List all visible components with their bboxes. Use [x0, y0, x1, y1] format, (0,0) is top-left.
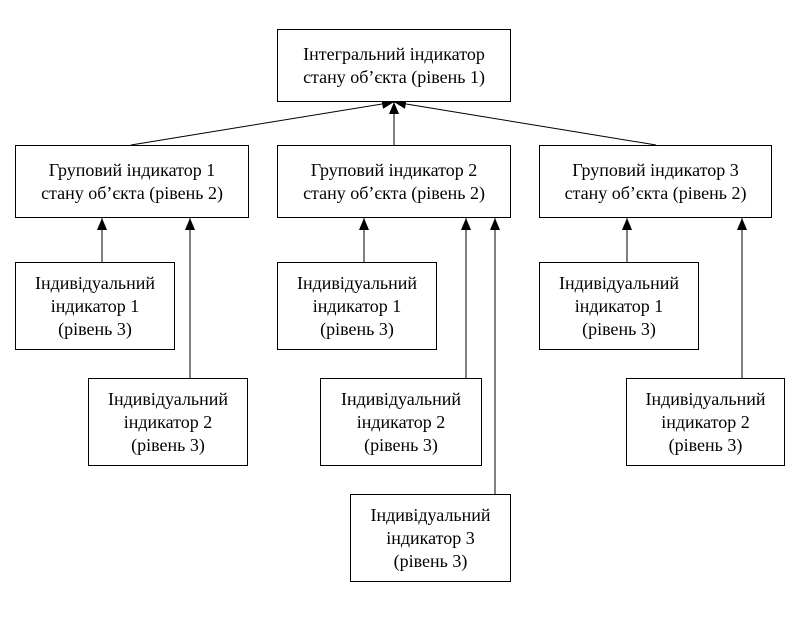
- node-text-line: індикатор 2: [123, 411, 213, 432]
- node-text-line: Індивідуальний: [34, 272, 156, 293]
- node-text-line: індикатор 1: [50, 295, 140, 316]
- edge-group3-to-top: [393, 99, 657, 146]
- node-text-line: Індивідуальний: [645, 388, 766, 409]
- node-text-line: (рівень 3): [668, 434, 743, 455]
- node-g2-individual-indicator-1: Індивідуальний індикатор 1 (рівень 3): [277, 262, 437, 350]
- node-text-line: індикатор 2: [661, 411, 750, 432]
- node-group-indicator-3: Груповий індикатор 3 стану об’єкта (ріве…: [539, 145, 772, 218]
- node-text-line: стану об’єкта (рівень 2): [564, 182, 747, 203]
- node-text-line: Груповий індикатор 2: [310, 159, 478, 180]
- node-g1-individual-indicator-1: Індивідуальний індикатор 1 (рівень 3): [15, 262, 175, 350]
- node-g2-individual-indicator-2: Індивідуальний індикатор 2 (рівень 3): [320, 378, 482, 466]
- node-text-line: індикатор 1: [312, 295, 402, 316]
- edge-group1-to-top: [130, 99, 395, 146]
- node-g1-individual-indicator-2: Індивідуальний індикатор 2 (рівень 3): [88, 378, 248, 466]
- node-text-line: індикатор 2: [356, 411, 446, 432]
- node-text-line: індикатор 3: [386, 527, 475, 548]
- node-group-indicator-2: Груповий індикатор 2 стану об’єкта (ріве…: [277, 145, 511, 218]
- node-text-line: (рівень 3): [320, 318, 394, 339]
- node-text-line: стану об’єкта (рівень 1): [303, 66, 485, 87]
- node-text-line: стану об’єкта (рівень 2): [41, 182, 223, 203]
- node-g3-individual-indicator-2: Індивідуальний індикатор 2 (рівень 3): [626, 378, 785, 466]
- node-text-line: (рівень 3): [364, 434, 438, 455]
- node-text-line: стану об’єкта (рівень 2): [303, 182, 485, 203]
- node-group-indicator-1: Груповий індикатор 1 стану об’єкта (ріве…: [15, 145, 249, 218]
- node-g3-individual-indicator-1: Індивідуальний індикатор 1 (рівень 3): [539, 262, 699, 350]
- node-text-line: (рівень 3): [393, 550, 468, 571]
- node-text-line: (рівень 3): [582, 318, 656, 339]
- node-integral-indicator: Інтегральний індикатор стану об’єкта (рі…: [277, 29, 511, 102]
- node-text-line: (рівень 3): [131, 434, 205, 455]
- node-text-line: Індивідуальний: [340, 388, 462, 409]
- node-text-line: Індивідуальний: [558, 272, 680, 293]
- node-text-line: Індивідуальний: [370, 504, 491, 525]
- node-text-line: Інтегральний індикатор: [303, 43, 485, 64]
- node-text-line: (рівень 3): [58, 318, 132, 339]
- node-text-line: Індивідуальний: [296, 272, 418, 293]
- node-text-line: Груповий індикатор 1: [48, 159, 216, 180]
- node-text-line: Груповий індикатор 3: [572, 159, 739, 180]
- node-text-line: індикатор 1: [574, 295, 664, 316]
- node-g2-individual-indicator-3: Індивідуальний індикатор 3 (рівень 3): [350, 494, 511, 582]
- node-text-line: Індивідуальний: [107, 388, 229, 409]
